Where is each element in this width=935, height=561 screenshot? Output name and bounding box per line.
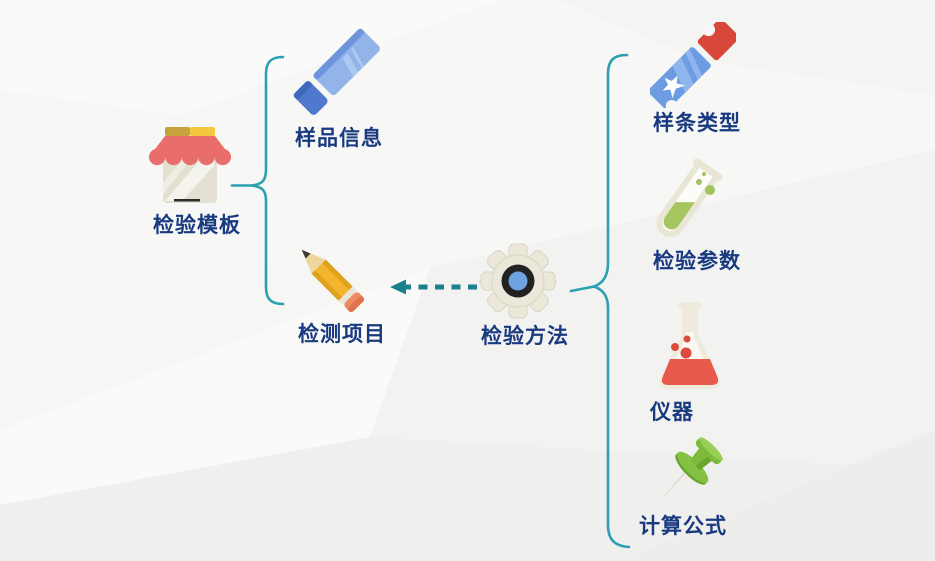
node-label-inspection-method: 检验方法 [481,324,569,348]
node-label-template: 检验模板 [153,213,241,237]
pushpin-icon [650,428,734,512]
node-label-strip-type: 样条类型 [653,111,741,135]
eraser-icon [291,27,383,117]
gear-icon [479,243,557,319]
test-tube-icon [646,152,730,244]
node-label-sample-info: 样品信息 [295,126,383,150]
node-label-inspection-params: 检验参数 [653,249,741,273]
left-brace [230,55,285,306]
ticket-icon [650,22,736,108]
node-label-instrument: 仪器 [650,400,694,424]
dashed-arrow [390,279,477,295]
flask-icon [648,302,732,394]
method-connector-line [569,285,596,293]
node-label-formula: 计算公式 [639,514,727,538]
right-brace [569,53,631,549]
arrowhead [390,279,406,295]
node-label-detection-items: 检测项目 [298,322,386,346]
pencil-icon [290,236,370,320]
storefront-icon [146,126,234,206]
